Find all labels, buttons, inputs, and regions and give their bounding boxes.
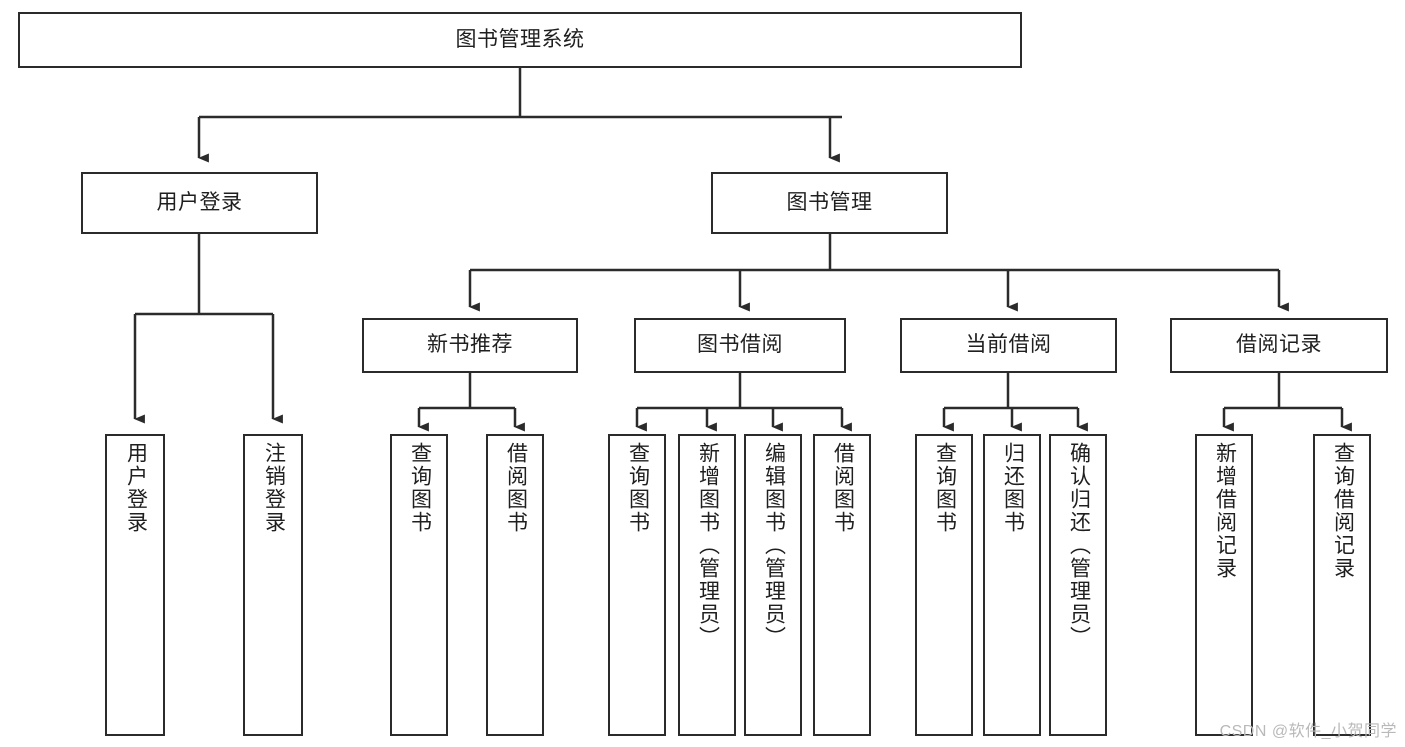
leaf-current-borrow-return[interactable]: 归还图书 bbox=[983, 434, 1041, 736]
leaf-borrow-record-add-label: 新增借阅记录 bbox=[1213, 442, 1237, 580]
leaf-borrow-record-query[interactable]: 查询借阅记录 bbox=[1313, 434, 1371, 736]
node-root-label: 图书管理系统 bbox=[455, 27, 585, 51]
leaf-new-book-borrow[interactable]: 借阅图书 bbox=[486, 434, 544, 736]
leaf-book-borrow-add-label: 新增图书（管理员） bbox=[696, 442, 720, 649]
node-book-management-label: 图书管理 bbox=[786, 190, 873, 214]
node-new-book-recommend-label: 新书推荐 bbox=[427, 333, 513, 357]
leaf-book-borrow-edit[interactable]: 编辑图书（管理员） bbox=[744, 434, 802, 736]
leaf-current-borrow-confirm[interactable]: 确认归还（管理员） bbox=[1049, 434, 1107, 736]
node-current-borrow[interactable]: 当前借阅 bbox=[900, 318, 1117, 373]
leaf-user-login-signin[interactable]: 用户登录 bbox=[105, 434, 165, 736]
leaf-new-book-borrow-label: 借阅图书 bbox=[504, 442, 528, 534]
leaf-current-borrow-confirm-label: 确认归还（管理员） bbox=[1067, 442, 1091, 649]
node-book-borrow-label: 图书借阅 bbox=[697, 333, 783, 357]
leaf-current-borrow-return-label: 归还图书 bbox=[1001, 442, 1025, 534]
leaf-current-borrow-query-label: 查询图书 bbox=[933, 442, 957, 534]
node-new-book-recommend[interactable]: 新书推荐 bbox=[362, 318, 578, 373]
leaf-book-borrow-edit-label: 编辑图书（管理员） bbox=[762, 442, 786, 649]
leaf-borrow-record-add[interactable]: 新增借阅记录 bbox=[1195, 434, 1253, 736]
leaf-borrow-record-query-label: 查询借阅记录 bbox=[1331, 442, 1355, 580]
csdn-watermark: CSDN @软件_小贺同学 bbox=[1219, 723, 1397, 740]
leaf-book-borrow-query-label: 查询图书 bbox=[626, 442, 650, 534]
node-book-management[interactable]: 图书管理 bbox=[711, 172, 948, 234]
leaf-user-login-signout-label: 注销登录 bbox=[262, 442, 286, 534]
leaf-user-login-signout[interactable]: 注销登录 bbox=[243, 434, 303, 736]
leaf-book-borrow-borrow[interactable]: 借阅图书 bbox=[813, 434, 871, 736]
node-root[interactable]: 图书管理系统 bbox=[18, 12, 1022, 68]
node-book-borrow[interactable]: 图书借阅 bbox=[634, 318, 846, 373]
node-borrow-record-label: 借阅记录 bbox=[1236, 333, 1322, 357]
leaf-book-borrow-borrow-label: 借阅图书 bbox=[831, 442, 855, 534]
node-current-borrow-label: 当前借阅 bbox=[965, 333, 1052, 357]
node-user-login[interactable]: 用户登录 bbox=[81, 172, 318, 234]
leaf-new-book-query[interactable]: 查询图书 bbox=[390, 434, 448, 736]
leaf-current-borrow-query[interactable]: 查询图书 bbox=[915, 434, 973, 736]
leaf-book-borrow-add[interactable]: 新增图书（管理员） bbox=[678, 434, 736, 736]
leaf-book-borrow-query[interactable]: 查询图书 bbox=[608, 434, 666, 736]
node-user-login-label: 用户登录 bbox=[156, 190, 243, 214]
node-borrow-record[interactable]: 借阅记录 bbox=[1170, 318, 1388, 373]
leaf-new-book-query-label: 查询图书 bbox=[408, 442, 432, 534]
leaf-user-login-signin-label: 用户登录 bbox=[124, 442, 148, 534]
